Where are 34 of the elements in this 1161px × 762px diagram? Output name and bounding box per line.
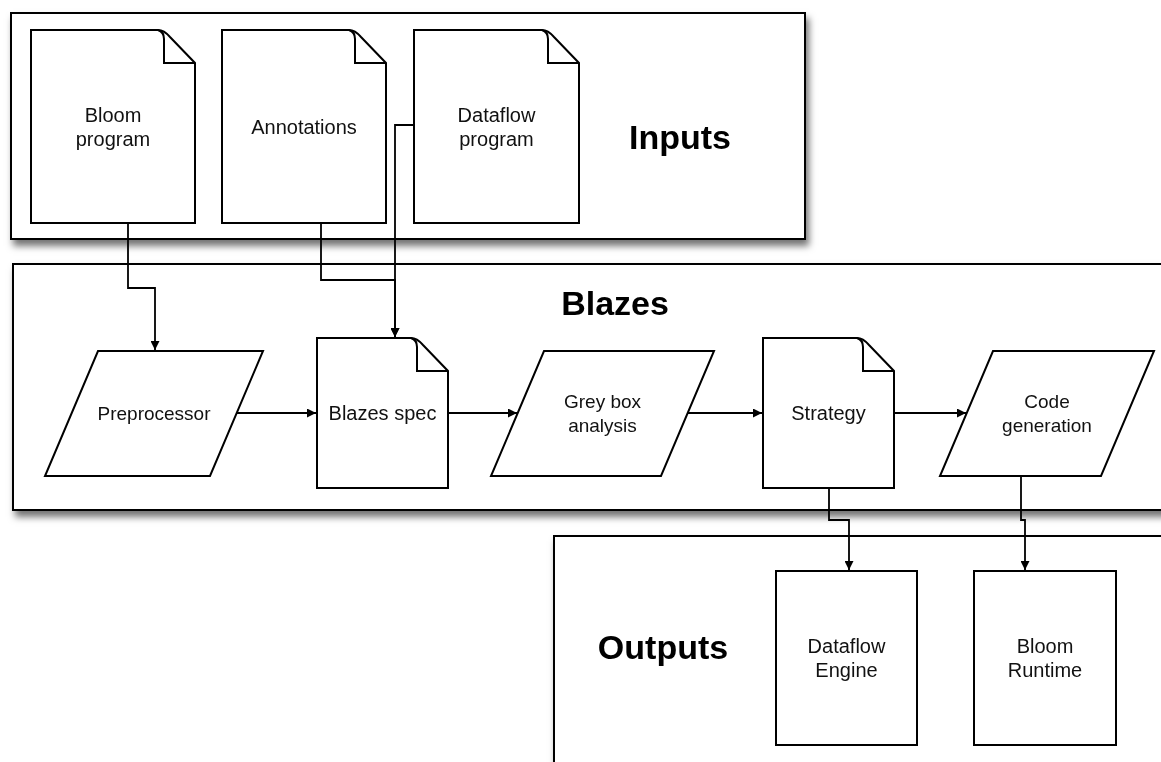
document-shape bbox=[221, 29, 387, 224]
arrow bbox=[828, 488, 854, 571]
output-box bbox=[775, 570, 918, 746]
arrow bbox=[894, 408, 967, 418]
output-box bbox=[973, 570, 1117, 746]
node-label: Dataflow program bbox=[456, 102, 537, 151]
document-shape bbox=[316, 337, 449, 489]
panel-heading: Blazes bbox=[561, 283, 669, 323]
node-label: Grey box analysis bbox=[562, 389, 643, 438]
panel-heading: Outputs bbox=[597, 627, 729, 667]
arrow bbox=[236, 408, 317, 418]
node-label: Strategy bbox=[790, 401, 867, 425]
node-label: Annotations bbox=[250, 114, 358, 139]
node-label: Code generation bbox=[1001, 389, 1093, 438]
group-panel bbox=[553, 535, 1161, 762]
arrow bbox=[390, 124, 414, 338]
panel-heading: Inputs bbox=[629, 117, 731, 157]
arrow bbox=[448, 408, 518, 418]
process-parallelogram bbox=[44, 350, 264, 477]
arrow bbox=[1020, 476, 1030, 571]
node-label: Bloom program bbox=[74, 102, 152, 151]
group-panel bbox=[12, 263, 1161, 511]
node-label: Blazes spec bbox=[327, 401, 438, 425]
document-shape bbox=[30, 29, 196, 224]
node-label: Preprocessor bbox=[96, 401, 212, 426]
document-shape bbox=[762, 337, 895, 489]
arrow bbox=[687, 408, 763, 418]
node-label: Bloom Runtime bbox=[1006, 634, 1084, 682]
arrow bbox=[127, 223, 160, 351]
document-shape bbox=[413, 29, 580, 224]
process-parallelogram bbox=[939, 350, 1155, 477]
node-label: Dataflow Engine bbox=[806, 634, 887, 682]
process-parallelogram bbox=[490, 350, 715, 477]
group-panel bbox=[10, 12, 806, 240]
